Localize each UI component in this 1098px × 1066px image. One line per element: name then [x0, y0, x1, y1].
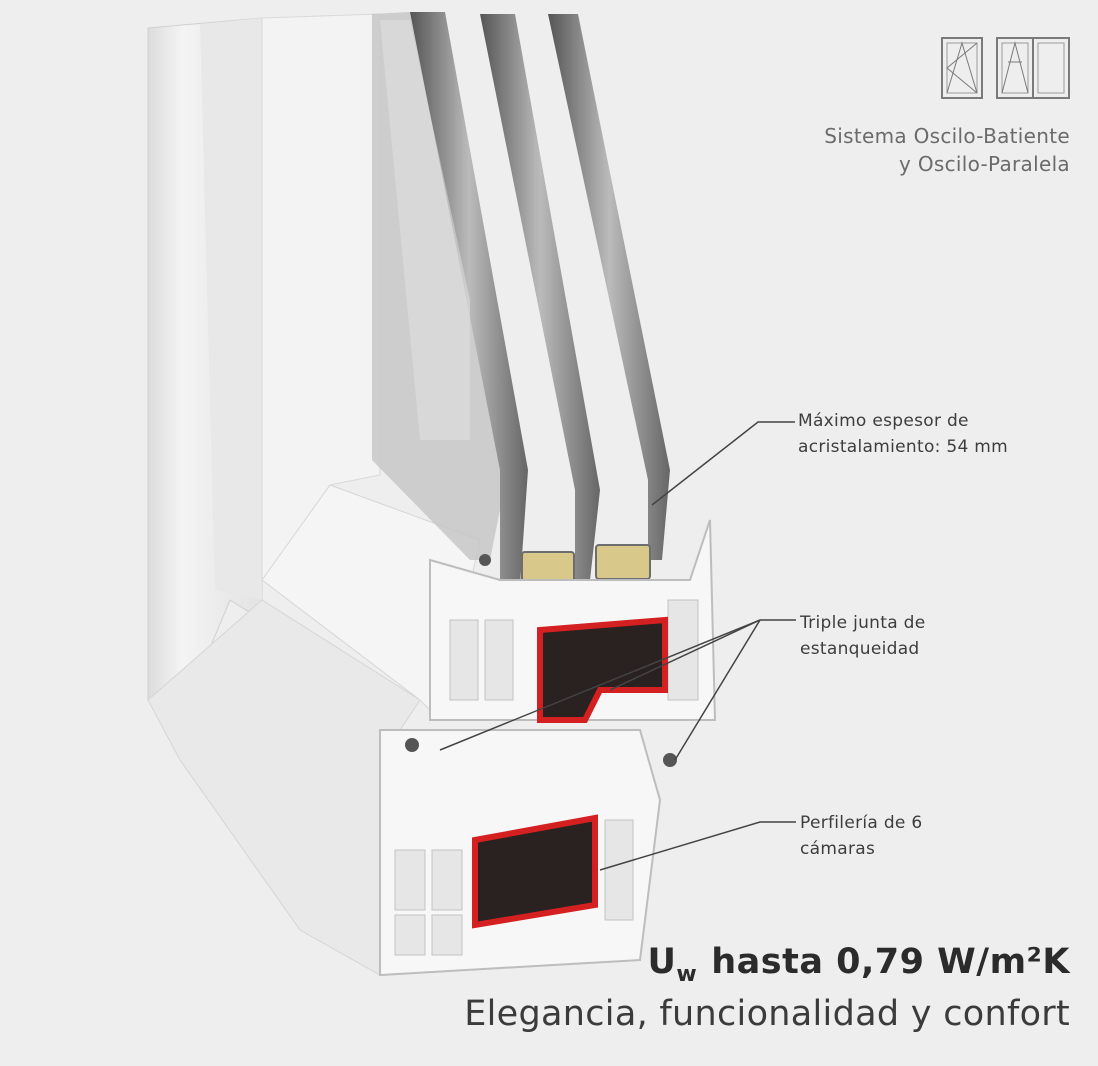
leader-chambers [599, 821, 796, 871]
glass-reflection [380, 20, 470, 440]
headline-symbol: U [647, 942, 677, 982]
system-caption-line-1: Sistema Oscilo-Batiente [824, 124, 1070, 148]
callout-chambers: Perfilería de 6 cámaras [800, 810, 923, 862]
callout-gaskets: Triple junta de estanqueidad [800, 610, 925, 662]
headline-subscript: w [676, 962, 698, 987]
glass-pane-2 [480, 14, 600, 580]
frame-inner-rebate [200, 18, 262, 600]
callout-gaskets-line-1: Triple junta de [800, 613, 926, 633]
sash-chamber-3 [667, 599, 699, 701]
tilt-turn-window-icon [941, 37, 983, 99]
callout-chambers-line-1: Perfilería de 6 [800, 813, 923, 833]
callout-glazing: Máximo espesor de acristalamiento: 54 mm [798, 408, 1008, 460]
glass-pane-3 [548, 14, 670, 560]
tilt-slide-window-icon [996, 37, 1070, 99]
leader-gasket-2 [609, 619, 761, 691]
sash-chamber-2 [484, 619, 514, 701]
spacer-right [595, 544, 651, 580]
system-caption: Sistema Oscilo-Batiente y Oscilo-Paralel… [824, 122, 1070, 178]
gasket-3 [479, 554, 491, 566]
headline-text: hasta 0,79 W/m²K [711, 942, 1070, 982]
leader-gasket-3 [674, 619, 761, 761]
system-caption-line-2: y Oscilo-Paralela [899, 152, 1070, 176]
frame-chamber-1 [394, 849, 426, 911]
sash-chamber-1 [449, 619, 479, 701]
callout-glazing-line-2: acristalamiento: 54 mm [798, 437, 1009, 457]
frame-reinforcement [472, 814, 598, 929]
frame-chamber-4 [431, 914, 463, 956]
frame-chamber-5 [604, 819, 634, 921]
frame-chamber-3 [394, 914, 426, 956]
sash-face [261, 13, 381, 582]
callout-gaskets-line-2: estanqueidad [800, 639, 920, 659]
gasket-2 [663, 753, 677, 767]
tagline: Elegancia, funcionalidad y confort [464, 994, 1070, 1034]
headline-uw-value: Uw hasta 0,79 W/m²K [647, 942, 1070, 987]
callout-glazing-line-1: Máximo espesor de [798, 411, 969, 431]
gasket-1 [405, 738, 419, 752]
frame-chamber-2 [431, 849, 463, 911]
callout-chambers-line-2: cámaras [800, 839, 876, 859]
sash-reinforcement [537, 616, 668, 723]
leader-glazing [651, 421, 795, 506]
